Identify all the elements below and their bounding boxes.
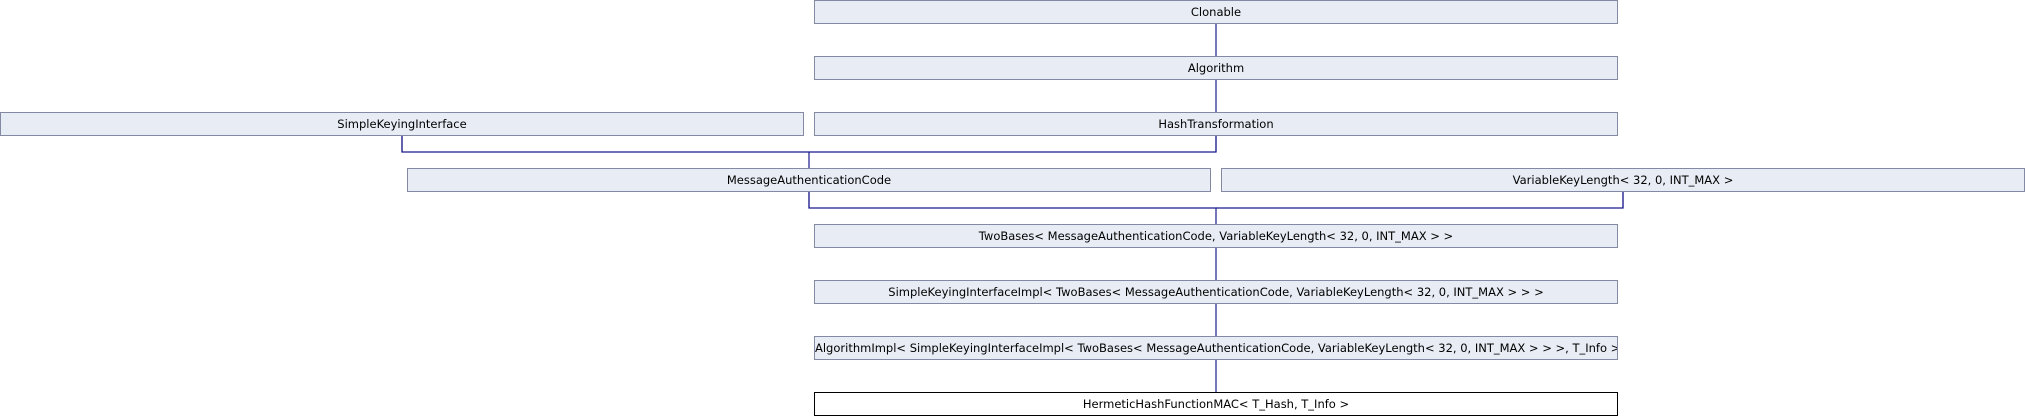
class-node-algorithm[interactable]: Algorithm xyxy=(814,56,1618,80)
edge-twobases-bases xyxy=(808,192,1217,225)
class-node-clonable[interactable]: Clonable xyxy=(814,0,1618,24)
class-node-hermetic-hash-function-mac: HermeticHashFunctionMAC< T_Hash, T_Info … xyxy=(814,392,1618,416)
class-node-algorithm-impl[interactable]: AlgorithmImpl< SimpleKeyingInterfaceImpl… xyxy=(814,336,1618,360)
class-node-hash-transformation[interactable]: HashTransformation xyxy=(814,112,1618,136)
class-node-simple-keying-interface-impl[interactable]: SimpleKeyingInterfaceImpl< TwoBases< Mes… xyxy=(814,280,1618,304)
class-node-simple-keying-interface[interactable]: SimpleKeyingInterface xyxy=(0,112,804,136)
class-node-two-bases[interactable]: TwoBases< MessageAuthenticationCode, Var… xyxy=(814,224,1618,248)
class-node-variable-key-length[interactable]: VariableKeyLength< 32, 0, INT_MAX > xyxy=(1221,168,2025,192)
class-node-message-authentication-code[interactable]: MessageAuthenticationCode xyxy=(407,168,1211,192)
edge-mac-bases xyxy=(401,136,810,169)
